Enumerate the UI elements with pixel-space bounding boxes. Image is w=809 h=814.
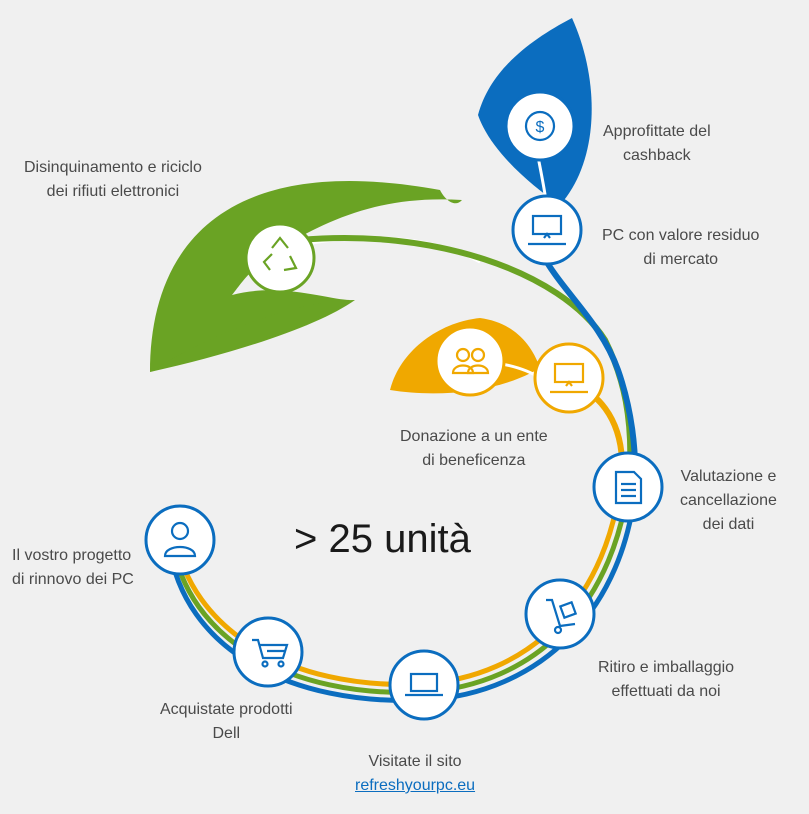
dollar-cycle-icon: $ bbox=[524, 110, 556, 142]
laptop-icon bbox=[405, 672, 443, 697]
recycle-icon bbox=[262, 236, 298, 272]
label-evaluate-line-2: cancellazione bbox=[680, 492, 777, 509]
step-evaluate-circle[interactable] bbox=[592, 451, 664, 523]
label-buy: Acquistate prodotti Dell bbox=[160, 698, 293, 746]
label-donate-line-1: Donazione a un ente bbox=[400, 428, 548, 445]
label-donate: Donazione a un ente di beneficenza bbox=[400, 425, 548, 473]
people-icon bbox=[451, 347, 490, 375]
label-evaluate: Valutazione e cancellazione dei dati bbox=[680, 465, 777, 537]
label-residual-line-1: PC con valore residuo bbox=[602, 227, 760, 244]
label-cashback-line-2: cashback bbox=[623, 147, 691, 164]
step-recycle-circle[interactable] bbox=[244, 222, 316, 294]
svg-text:$: $ bbox=[536, 119, 545, 136]
step-buy-circle[interactable] bbox=[232, 616, 304, 688]
label-buy-line-2: Dell bbox=[212, 725, 241, 742]
cart-icon bbox=[252, 638, 289, 668]
step-project-circle[interactable] bbox=[144, 504, 216, 576]
label-recycle: Disinquinamento e riciclo dei rifiuti el… bbox=[24, 156, 202, 204]
label-evaluate-line-3: dei dati bbox=[702, 516, 755, 533]
visit-link[interactable]: refreshyourpc.eu bbox=[355, 777, 476, 794]
green-leaf bbox=[150, 181, 462, 372]
label-project-line-1: Il vostro progetto bbox=[12, 547, 132, 564]
label-visit: Visitate il sito refreshyourpc.eu bbox=[355, 750, 475, 798]
person-icon bbox=[163, 521, 197, 558]
label-cashback: Approfittate del cashback bbox=[603, 120, 711, 168]
label-cashback-line-1: Approfittate del bbox=[603, 123, 711, 140]
label-project: Il vostro progetto di rinnovo dei PC bbox=[12, 544, 134, 592]
label-visit-line-1: Visitate il sito bbox=[368, 753, 462, 770]
label-pickup: Ritiro e imballaggio effettuati da noi bbox=[598, 656, 734, 704]
green-leaf-lower bbox=[150, 300, 355, 372]
label-residual: PC con valore residuo di mercato bbox=[602, 224, 759, 272]
label-recycle-line-1: Disinquinamento e riciclo bbox=[24, 159, 202, 176]
monitor-icon bbox=[528, 214, 566, 246]
label-donate-line-2: di beneficenza bbox=[422, 452, 526, 469]
step-residual-circle[interactable] bbox=[511, 194, 583, 266]
label-buy-line-1: Acquistate prodotti bbox=[160, 701, 293, 718]
center-text: > 25 unità bbox=[294, 517, 471, 561]
step-donate-monitor-circle[interactable] bbox=[533, 342, 605, 414]
step-visit-circle[interactable] bbox=[388, 649, 460, 721]
label-evaluate-line-1: Valutazione e bbox=[680, 468, 777, 485]
step-pickup-circle[interactable] bbox=[524, 578, 596, 650]
label-recycle-line-2: dei rifiuti elettronici bbox=[46, 183, 180, 200]
label-pickup-line-2: effettuati da noi bbox=[611, 683, 721, 700]
monitor-icon bbox=[550, 362, 588, 394]
step-cashback-circle[interactable]: $ bbox=[504, 90, 576, 162]
step-donate-circle[interactable] bbox=[434, 325, 506, 397]
hand-truck-icon bbox=[546, 598, 578, 635]
document-icon bbox=[614, 470, 643, 505]
label-project-line-2: di rinnovo dei PC bbox=[12, 571, 134, 588]
blue-stem bbox=[537, 248, 639, 481]
label-residual-line-2: di mercato bbox=[643, 251, 719, 268]
label-pickup-line-1: Ritiro e imballaggio bbox=[598, 659, 735, 676]
